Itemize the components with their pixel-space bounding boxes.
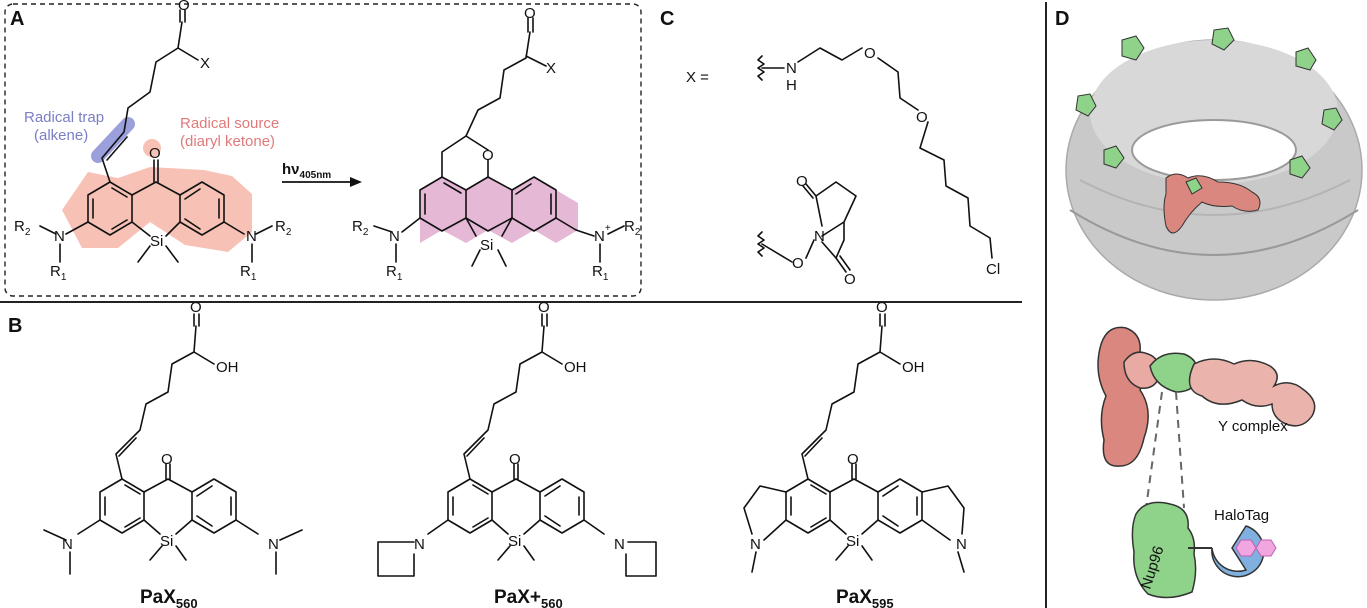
xanthene-highlight <box>420 177 578 243</box>
nhs-carbonyl-o2: O <box>844 271 856 288</box>
light-label: hν405nm <box>282 161 331 181</box>
product-r2-right: R2 <box>624 218 641 238</box>
c3-acid-o: O <box>876 299 888 316</box>
linker-h: H <box>786 77 797 94</box>
compound-name-pax560: PaX560 <box>140 587 198 608</box>
reactant-r1-left: R1 <box>50 263 67 283</box>
reactant-si: Si <box>150 233 163 250</box>
reactant-r2-left: R2 <box>14 218 31 238</box>
compound-name-pax595: PaX595 <box>836 587 894 608</box>
linker-cl: Cl <box>986 261 1000 278</box>
nhs-carbonyl-o1: O <box>796 173 808 190</box>
reactant-n-right: N <box>246 228 257 245</box>
c2-n-left: N <box>414 536 425 553</box>
c1-acid-o: O <box>190 299 202 316</box>
reactant-r2-right: R2 <box>275 218 292 238</box>
radical-source-sublabel: (diaryl ketone) <box>180 133 275 150</box>
c3-n-left: N <box>750 536 761 553</box>
c3-oh: OH <box>902 359 925 376</box>
radical-source-highlight <box>62 167 252 252</box>
nhs-n: N <box>814 228 825 245</box>
reactant-x: X <box>200 55 210 72</box>
c2-si: Si <box>508 533 521 550</box>
panel-label-c: C <box>660 8 674 30</box>
compound-paxplus560 <box>377 313 657 577</box>
product-ring-o: O <box>482 147 494 164</box>
radical-trap-label: Radical trap <box>24 109 104 126</box>
c1-ketone-o: O <box>161 451 173 468</box>
product-r1-left: R1 <box>386 263 403 283</box>
linker-nhs <box>757 181 857 273</box>
reactant-carbonyl-o: O <box>178 0 190 14</box>
product-carbonyl-o: O <box>524 5 536 22</box>
reactant-n-left: N <box>54 228 65 245</box>
compound-pax560 <box>43 313 303 575</box>
panel-label-d: D <box>1055 8 1069 30</box>
linker-o2: O <box>916 109 928 126</box>
linker-o1: O <box>864 45 876 62</box>
c1-n-right: N <box>268 536 279 553</box>
y-complex-diagram <box>1097 326 1316 599</box>
c3-si: Si <box>846 533 859 550</box>
c3-ketone-o: O <box>847 451 859 468</box>
radical-trap-highlight <box>91 117 135 163</box>
x-equals-label: X = <box>686 69 709 86</box>
product-r1-right: R1 <box>592 263 609 283</box>
reaction-arrow <box>282 177 362 187</box>
reactant-r1-right: R1 <box>240 263 257 283</box>
linker-halo <box>757 47 993 259</box>
radical-source-label: Radical source <box>180 115 279 132</box>
product-n-left: N <box>389 228 400 245</box>
compound-name-paxplus560: PaX+560 <box>494 587 563 608</box>
panel-label-a: A <box>10 8 24 30</box>
ligand-hexagons <box>1235 539 1277 557</box>
halotag-label: HaloTag <box>1214 507 1269 524</box>
c2-ketone-o: O <box>509 451 521 468</box>
c1-n-left: N <box>62 536 73 553</box>
panel-a-product <box>373 17 625 267</box>
nup96-shape <box>1131 501 1197 599</box>
panel-a-reactant <box>39 9 273 263</box>
nhs-o: O <box>792 255 804 272</box>
nuclear-pore-complex <box>1065 27 1363 301</box>
product-x: X <box>546 60 556 77</box>
ketone-o-highlight <box>143 139 161 157</box>
c2-n-right: N <box>614 536 625 553</box>
radical-trap-sublabel: (alkene) <box>34 127 88 144</box>
product-n-right: N+ <box>594 223 611 245</box>
c1-si: Si <box>160 533 173 550</box>
panel-label-b: B <box>8 315 22 337</box>
y-complex-label: Y complex <box>1218 418 1288 435</box>
reactant-ketone-o: O <box>149 145 161 162</box>
c1-oh: OH <box>216 359 239 376</box>
c2-acid-o: O <box>538 299 550 316</box>
c3-n-right: N <box>956 536 967 553</box>
linker-n: N <box>786 60 797 77</box>
c2-oh: OH <box>564 359 587 376</box>
product-si: Si <box>480 237 493 254</box>
panel-a-frame <box>4 3 642 297</box>
product-r2-left: R2 <box>352 218 369 238</box>
compound-pax595 <box>743 313 965 573</box>
